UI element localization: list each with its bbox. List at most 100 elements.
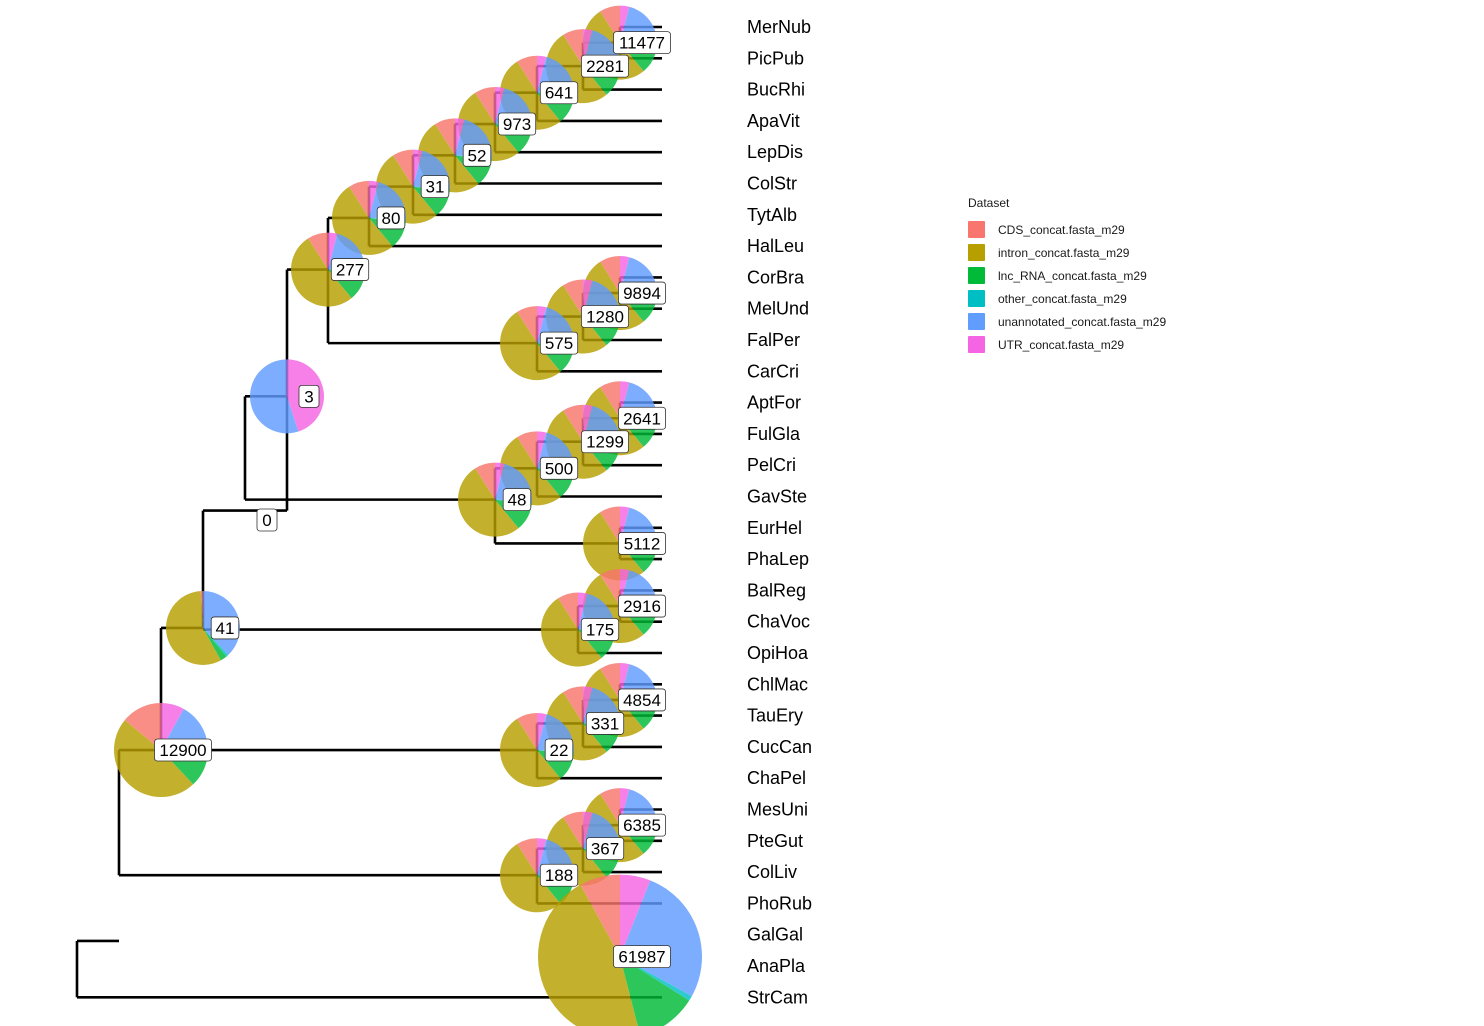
legend-item: lnc_RNA_concat.fasta_m29 <box>968 264 1166 287</box>
label-text: 12900 <box>159 741 206 760</box>
node-label-n6: 31 <box>420 175 450 199</box>
tip-label-ApaVit: ApaVit <box>747 111 800 131</box>
pie-slice <box>308 232 328 270</box>
label-text: 6385 <box>623 816 661 835</box>
legend-swatch <box>968 267 985 284</box>
label-box <box>544 738 574 762</box>
label-box <box>618 532 667 555</box>
tip-label-TytAlb: TytAlb <box>747 205 797 225</box>
node-label-n20: 175 <box>580 618 620 641</box>
node-label-n21: 41 <box>210 616 240 640</box>
legend-swatch <box>968 336 985 353</box>
label-text: 41 <box>216 619 235 638</box>
pie-slice <box>537 306 547 344</box>
label-box <box>618 813 667 837</box>
pie-slice <box>517 431 537 469</box>
tip-label-BucRhi: BucRhi <box>747 80 805 100</box>
pie-slice <box>600 569 620 607</box>
pie-slice <box>600 788 620 826</box>
pie-slice <box>455 118 465 156</box>
pie-slice <box>500 718 561 788</box>
label-text: 2916 <box>623 597 661 616</box>
pie-slice <box>563 29 583 67</box>
tip-label-ChaVoc: ChaVoc <box>747 612 810 632</box>
label-box <box>581 305 630 328</box>
label-text: 61987 <box>618 948 665 967</box>
legend-swatch <box>968 244 985 261</box>
tip-label-PhaLep: PhaLep <box>747 549 809 569</box>
tip-labels: MerNubPicPubBucRhiApaVitLepDisColStrTytA… <box>747 17 812 1007</box>
label-box <box>462 143 492 167</box>
label-box <box>154 738 212 762</box>
pie-slice <box>200 590 203 628</box>
pie-slice <box>537 713 547 751</box>
label-text: 331 <box>591 714 619 733</box>
pie-slice <box>537 838 547 876</box>
node-label-n11: 575 <box>539 331 579 355</box>
pie-slice <box>600 662 620 700</box>
label-box <box>420 175 450 199</box>
label-text: 367 <box>591 840 619 859</box>
label-text: 5112 <box>624 534 661 553</box>
node-label-n14: 1299 <box>581 430 630 454</box>
tip-label-PicPub: PicPub <box>747 48 804 68</box>
legend-label: intron_concat.fasta_m29 <box>998 245 1130 260</box>
pie-slice <box>517 306 537 344</box>
pie-slice <box>517 713 537 751</box>
label-text: 641 <box>545 84 573 103</box>
node-label-n5: 52 <box>462 143 492 167</box>
tip-label-PteGut: PteGut <box>747 831 803 851</box>
node-label-n8: 277 <box>330 258 370 281</box>
label-text: 0 <box>262 511 271 530</box>
node-label-n2: 2281 <box>581 54 630 78</box>
node-label-n27: 367 <box>585 837 625 861</box>
label-box <box>539 863 579 887</box>
label-text: 1280 <box>586 308 624 327</box>
pie-slice <box>600 506 620 544</box>
tip-label-AptFor: AptFor <box>747 393 801 413</box>
pie-slice <box>563 279 583 317</box>
tip-label-GavSte: GavSte <box>747 487 807 507</box>
node-label-n3: 641 <box>539 81 579 105</box>
pie-slice <box>435 118 455 156</box>
tip-label-CorBra: CorBra <box>747 267 805 287</box>
label-box <box>585 837 625 861</box>
legend-label: unannotated_concat.fasta_m29 <box>998 314 1167 329</box>
pie-slice <box>332 186 393 255</box>
pie-slice <box>583 512 644 581</box>
node-label-n22: 4854 <box>618 688 667 712</box>
label-box <box>581 54 630 78</box>
node-label-n7: 80 <box>376 206 406 230</box>
pie-slice <box>250 359 299 434</box>
label-box <box>497 112 537 136</box>
node-count-labels: 1147722816419735231802779894128057532641… <box>154 31 671 969</box>
legend-label: UTR_concat.fasta_m29 <box>998 337 1125 352</box>
node-label-n29: 61987 <box>613 945 671 969</box>
tip-label-PelCri: PelCri <box>747 455 796 475</box>
pie-slice <box>578 592 588 630</box>
node-label-n1: 11477 <box>613 31 671 55</box>
label-box <box>502 488 532 512</box>
tip-label-ChlMac: ChlMac <box>747 674 808 694</box>
label-box <box>580 618 620 641</box>
label-text: 80 <box>382 209 401 228</box>
pie-slice <box>600 381 620 419</box>
node-label-n19: 2916 <box>618 594 667 618</box>
legend-item: other_concat.fasta_m29 <box>968 287 1166 310</box>
pie-slice <box>558 592 578 630</box>
label-text: 31 <box>426 178 445 197</box>
pie-slice <box>563 686 583 724</box>
pie-slice <box>538 884 638 1026</box>
pie-slice <box>458 468 519 537</box>
legend-title: Dataset <box>968 196 1010 210</box>
node-label-n26: 6385 <box>618 813 667 837</box>
label-text: 277 <box>336 261 364 280</box>
pie-slice <box>166 591 221 665</box>
node-label-n28: 188 <box>539 863 579 887</box>
pie-slice <box>328 232 338 270</box>
pie-slice <box>349 180 369 218</box>
legend-swatch <box>968 313 985 330</box>
label-box <box>330 258 370 281</box>
legend-swatch <box>968 221 985 238</box>
label-box <box>613 945 671 969</box>
